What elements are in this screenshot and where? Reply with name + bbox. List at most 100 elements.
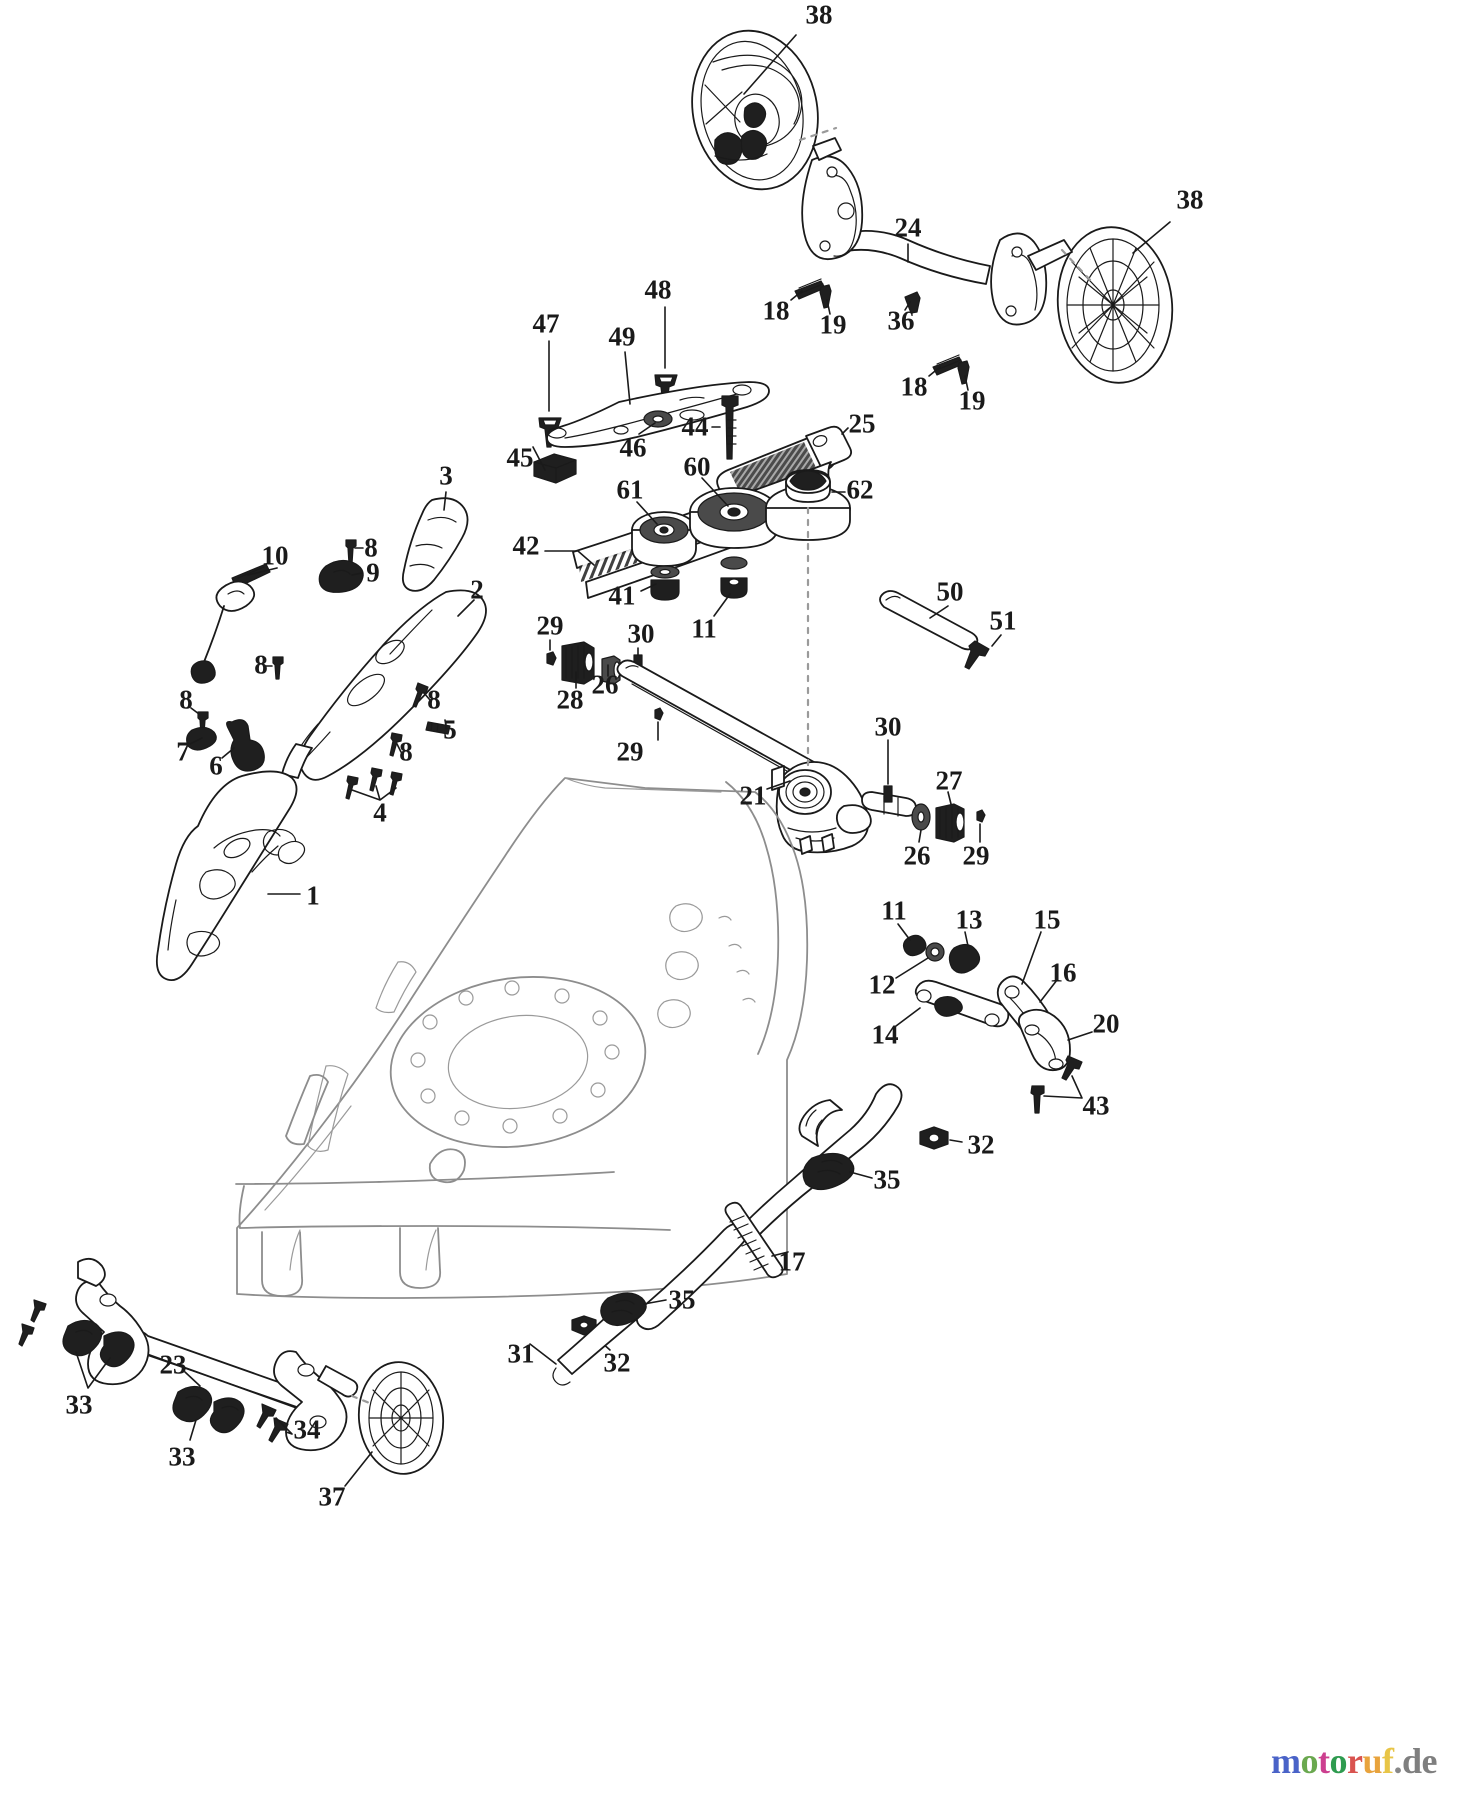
part-18-19-screws-lower	[928, 354, 970, 391]
part-29-clip-mid	[654, 707, 664, 741]
part-24-axle-link	[798, 126, 1094, 326]
part-3-grip	[401, 491, 469, 592]
callout-2-handle-cover: 2	[470, 574, 484, 605]
drive-shaft	[616, 659, 821, 785]
mower-deck-housing	[235, 777, 809, 1299]
callout-48-rivet: 48	[644, 274, 672, 305]
callout-33-clamp-a: 33	[65, 1389, 93, 1420]
callout-12-washer: 12	[868, 969, 896, 1000]
callout-8-screw-b: 8	[254, 649, 268, 680]
callout-6-bracket: 6	[209, 750, 223, 781]
callout-28-bearing: 28	[556, 684, 584, 715]
part-38-wheel-left	[691, 29, 819, 191]
part-20-bracket	[1017, 1008, 1093, 1072]
part-12-washer	[895, 942, 945, 979]
callout-19-pin-upper: 19	[819, 309, 847, 340]
callout-30-pin-a: 30	[627, 618, 655, 649]
callout-41-bushing: 41	[608, 580, 636, 611]
callout-32-nut-lower: 32	[603, 1347, 631, 1378]
watermark-letter: u	[1362, 1741, 1382, 1781]
part-60-pulley-large	[689, 477, 779, 549]
part-35-grip-upper	[802, 1152, 873, 1191]
callout-14-link-arm: 14	[871, 1019, 899, 1050]
callout-29-clip-b: 29	[616, 736, 644, 767]
motoruf-watermark: motoruf.de	[1270, 1740, 1438, 1782]
part-43-screws	[1030, 1055, 1083, 1114]
watermark-letter: f	[1381, 1741, 1394, 1781]
part-6-bracket	[221, 719, 265, 772]
callout-3-grip: 3	[439, 460, 453, 491]
callout-4-screws: 4	[373, 797, 387, 828]
callout-11-bushing-b: 11	[881, 895, 907, 926]
callout-38-wheel-left: 38	[805, 0, 833, 30]
part-30-pin-right	[883, 739, 893, 803]
callout-25-adjuster: 25	[848, 408, 876, 439]
watermark-letter: t	[1317, 1741, 1330, 1781]
callout-26-bushing-a: 26	[591, 669, 619, 700]
callout-9-clamp: 9	[366, 557, 380, 588]
callout-8-screw-d: 8	[179, 684, 193, 715]
watermark-letter: m	[1270, 1741, 1301, 1781]
callout-38-wheel-right: 38	[1176, 184, 1204, 215]
part-28-bearing	[561, 641, 595, 689]
part-9-clamp	[318, 559, 364, 593]
callout-1-chassis: 1	[306, 880, 320, 911]
part-38-wheel-right	[1056, 221, 1174, 384]
callout-29-clip-a: 29	[536, 610, 564, 641]
part-33-clamps-upper	[18, 1299, 135, 1389]
part-1-chassis-bracket	[155, 770, 306, 982]
part-18-19-screws-upper	[790, 278, 832, 315]
part-13-bushing	[948, 931, 981, 974]
callout-45-nut: 45	[506, 442, 534, 473]
callout-61-pulley: 61	[616, 474, 644, 505]
callout-34-screws: 34	[293, 1414, 321, 1445]
callout-15-lever: 15	[1033, 904, 1061, 935]
callout-27-gear: 27	[935, 765, 963, 796]
watermark-letter: .	[1393, 1741, 1402, 1781]
callout-16-lever-pin: 16	[1049, 957, 1077, 988]
callout-26-bushing-b: 26	[903, 840, 931, 871]
part-34-screws	[256, 1403, 293, 1443]
part-26-bushing-right	[911, 803, 931, 843]
part-35-grip-lower	[600, 1292, 667, 1327]
part-29-clip-right	[976, 809, 986, 843]
callout-35-grip-upper: 35	[873, 1164, 901, 1195]
part-11-bushing-lower	[897, 923, 927, 957]
callout-49-lever-plate: 49	[608, 321, 636, 352]
callout-32-nut-upper: 32	[967, 1129, 995, 1160]
callout-10-cable: 10	[261, 540, 289, 571]
deck-mount-detail	[289, 1229, 437, 1271]
part-7-clip	[186, 726, 217, 751]
part-17-spring	[724, 1201, 789, 1279]
callout-17-spring: 17	[778, 1246, 806, 1277]
callout-5-screw: 5	[443, 714, 457, 745]
callout-13-bushing: 13	[955, 904, 983, 935]
part-44-bolt	[711, 395, 739, 460]
part-46-washer	[638, 410, 673, 435]
part-45-nut	[532, 446, 577, 484]
part-10-cable	[190, 563, 278, 684]
callout-19-pin-lower: 19	[958, 385, 986, 416]
callout-37-rear-wheel: 37	[318, 1481, 346, 1512]
part-8-screws	[190, 539, 431, 757]
part-11-bushing-upper	[713, 556, 748, 617]
callout-18-screw-upper: 18	[762, 295, 790, 326]
part-2-handle-cover	[281, 589, 487, 781]
callout-31-handle-end: 31	[507, 1338, 535, 1369]
callout-47-rivet: 47	[532, 308, 560, 339]
callout-51-screw: 51	[989, 605, 1017, 636]
gearbox-output-shaft	[861, 791, 917, 817]
part-36-pin	[904, 291, 921, 314]
callout-18-screw-lower: 18	[900, 371, 928, 402]
callout-20-bracket: 20	[1092, 1008, 1120, 1039]
part-48-rivet	[654, 306, 678, 406]
callout-8-screw-e: 8	[399, 736, 413, 767]
callout-36-pin: 36	[887, 305, 915, 336]
part-29-clip-left	[546, 639, 557, 666]
callout-11-bushing-a: 11	[691, 613, 717, 644]
part-14-link-arm	[895, 979, 1010, 1028]
callout-33-clamp-b: 33	[168, 1441, 196, 1472]
watermark-letter: o	[1329, 1741, 1347, 1781]
part-5-screw	[425, 719, 451, 735]
